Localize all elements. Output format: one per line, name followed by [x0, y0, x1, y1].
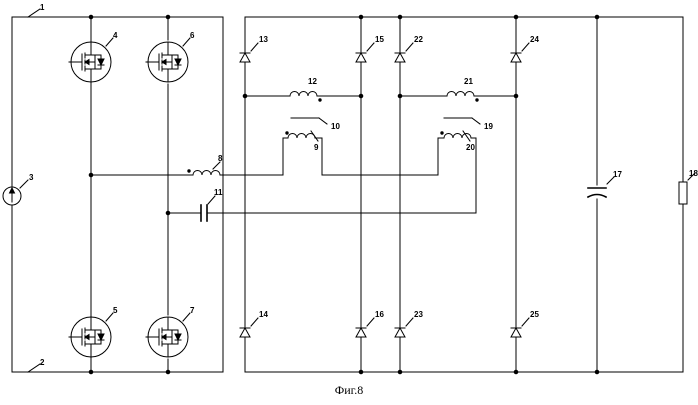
mosfet-5 — [69, 313, 113, 357]
mosfet-6 — [146, 38, 190, 82]
inductor-21 — [447, 92, 474, 97]
label-13: 13 — [259, 35, 268, 44]
label-7: 7 — [190, 306, 195, 315]
diode-22 — [395, 43, 413, 62]
label-1: 1 — [40, 3, 45, 12]
figure-caption: Фиг.8 — [0, 383, 698, 398]
winding-20 — [438, 134, 476, 139]
label-25: 25 — [530, 310, 539, 319]
label-9: 9 — [314, 143, 319, 152]
label-14: 14 — [259, 310, 268, 319]
label-5: 5 — [113, 306, 118, 315]
ac-link — [91, 118, 480, 221]
diode-25 — [511, 318, 529, 337]
label-15: 15 — [375, 35, 384, 44]
label-2: 2 — [40, 358, 45, 367]
inductor-8 — [193, 171, 220, 176]
diode-23 — [395, 318, 413, 337]
capacitor-17-plate-b — [588, 195, 606, 198]
label-20: 20 — [466, 143, 475, 152]
diode-13 — [240, 43, 258, 62]
label-10: 10 — [331, 122, 340, 131]
label-8: 8 — [218, 154, 223, 163]
diode-16 — [356, 318, 374, 337]
diode-14 — [240, 318, 258, 337]
label-11: 11 — [214, 188, 223, 197]
inverter-bridge — [3, 9, 223, 374]
label-22: 22 — [414, 35, 423, 44]
resistor-18 — [679, 182, 687, 204]
label-17: 17 — [613, 170, 622, 179]
label-12: 12 — [308, 77, 317, 86]
diode-24 — [511, 43, 529, 62]
inductor-12 — [290, 92, 317, 97]
label-4: 4 — [113, 31, 118, 40]
label-18: 18 — [689, 169, 698, 178]
label-19: 19 — [484, 122, 493, 131]
label-16: 16 — [375, 310, 384, 319]
mosfet-7 — [146, 313, 190, 357]
label-3: 3 — [29, 173, 34, 182]
label-6: 6 — [190, 31, 195, 40]
winding-9 — [283, 134, 322, 139]
label-21: 21 — [464, 77, 473, 86]
rectifier — [240, 15, 695, 374]
current-source — [3, 180, 28, 205]
label-23: 23 — [414, 310, 423, 319]
diode-15 — [356, 43, 374, 62]
label-24: 24 — [530, 35, 539, 44]
mosfet-4 — [69, 38, 113, 82]
